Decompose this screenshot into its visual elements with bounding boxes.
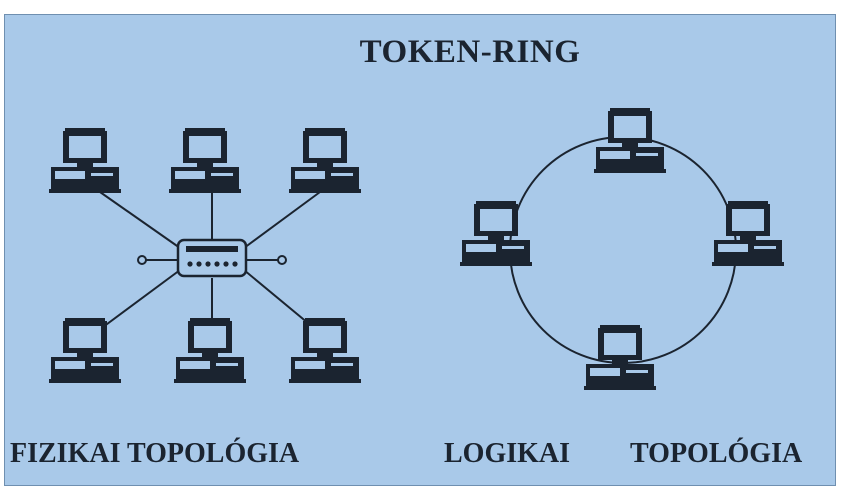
diagram-panel <box>4 14 836 486</box>
computer-icon-phys-bottom-right <box>289 318 361 383</box>
hub-icon <box>176 238 248 278</box>
diagram-title: TOKEN-RING <box>359 34 581 70</box>
port-right <box>277 255 287 265</box>
computer-icon-ring-right <box>712 201 784 266</box>
computer-icon-phys-top-left <box>49 128 121 193</box>
computer-icon-phys-top-right <box>289 128 361 193</box>
computer-icon-phys-bottom-center <box>174 318 246 383</box>
computer-icon-ring-bottom <box>584 325 656 390</box>
computer-icon-phys-bottom-left <box>49 318 121 383</box>
computer-icon-phys-top-center <box>169 128 241 193</box>
computer-icon-ring-left <box>460 201 532 266</box>
caption-logical-word: LOGIKAI <box>444 438 571 469</box>
caption-logical-topology-word: TOPOLÓGIA <box>630 438 803 469</box>
computer-icon-ring-top <box>594 108 666 173</box>
port-left <box>137 255 147 265</box>
caption-physical-topology: FIZIKAI TOPOLÓGIA <box>10 438 300 469</box>
